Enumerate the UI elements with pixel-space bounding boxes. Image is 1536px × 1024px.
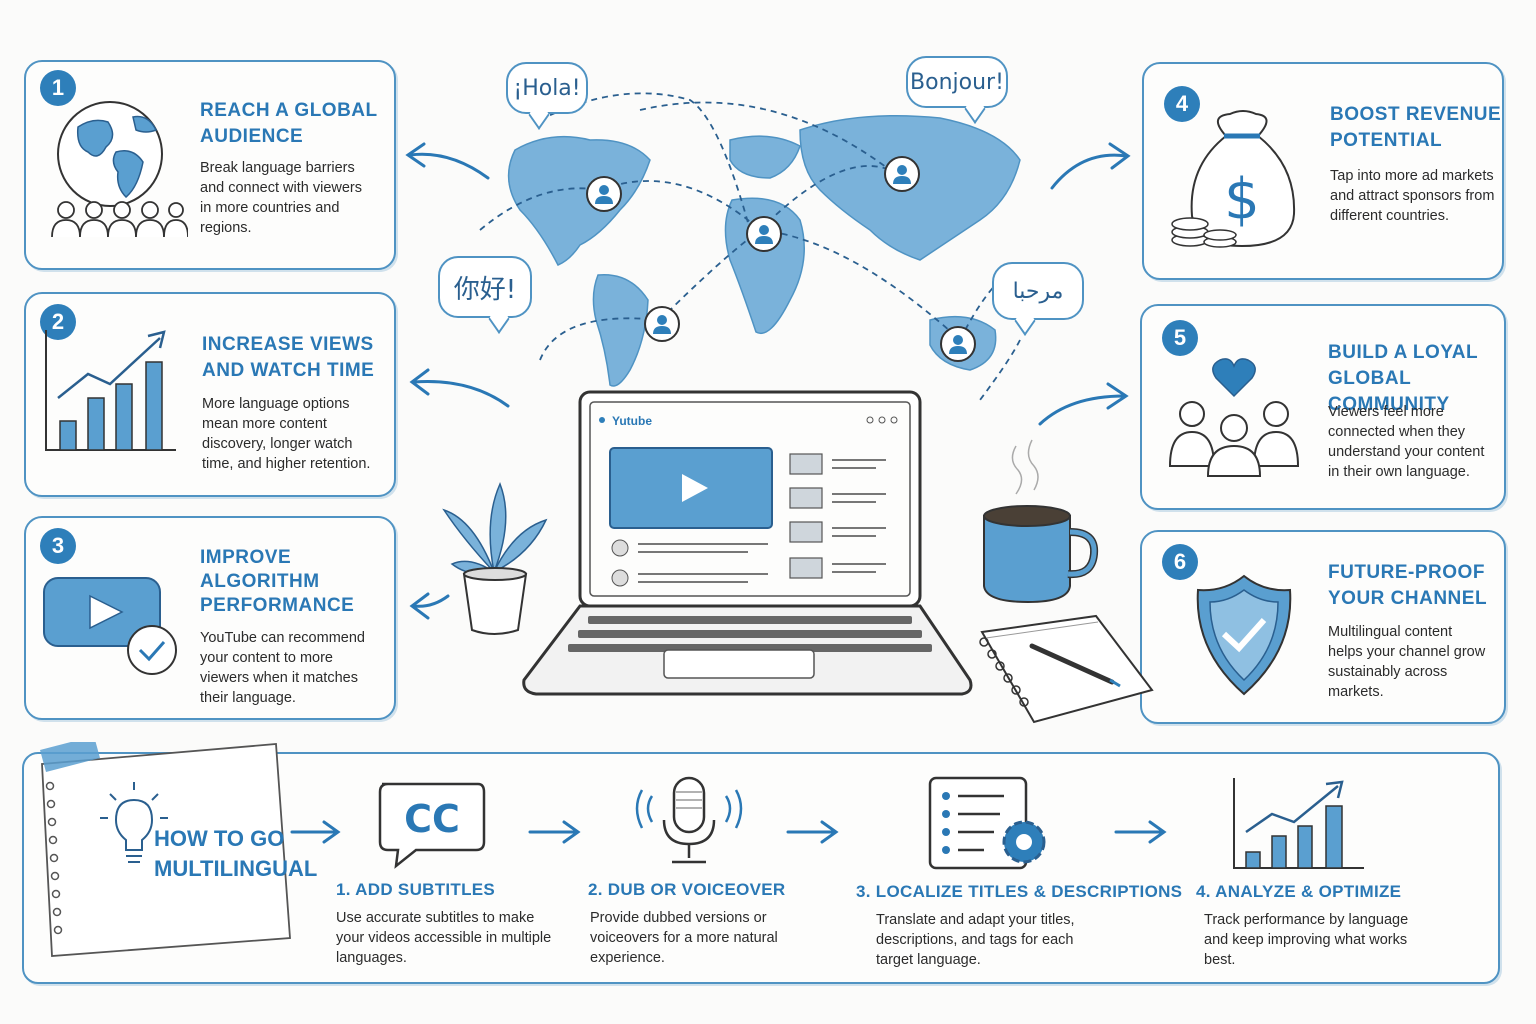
greeting-bubble-french: Bonjour! (906, 56, 1008, 108)
step-title: 4. Analyze & optimize (1196, 882, 1402, 901)
benefit-card-6: 6 Future-proof your channel Multilingual… (1140, 530, 1506, 724)
note-paper (40, 742, 291, 957)
card-description: YouTube can recommend your content to mo… (200, 630, 365, 706)
step-number-badge: 6 (1162, 544, 1198, 580)
notebook-pen-icon (979, 614, 1154, 724)
step-description: Provide dubbed versions or voiceovers fo… (590, 910, 778, 966)
greeting-bubble-chinese: 你好! (438, 256, 532, 318)
benefit-card-3: 3 Improve algorithm performance YouTube … (24, 516, 396, 720)
howto-panel: How to go multilingual CC (22, 742, 1500, 984)
money-bag-icon: $ (1171, 110, 1296, 248)
coffee-mug-icon (983, 439, 1099, 604)
step-number-badge: 1 (40, 70, 76, 106)
step-description: Use accurate subtitles to make your vide… (336, 910, 552, 966)
step-title: 3. Localize titles & descriptions (856, 882, 1183, 901)
growth-chart-icon (45, 330, 176, 451)
microphone-icon (635, 776, 743, 864)
benefit-card-4: 4 $ Boost revenue potential Tap into mor… (1142, 62, 1504, 280)
laptop-brand-label: Yutube (612, 414, 652, 428)
card-description: Break language barriers and connect with… (200, 160, 362, 236)
user-pin-icons (586, 156, 976, 362)
greeting-bubble-spanish: ¡Hola! (506, 62, 588, 114)
step-number-badge: 3 (40, 528, 76, 564)
card-title: Reach a global audience (200, 100, 378, 147)
card-title: Improve algorithm performance (200, 547, 355, 616)
card-title: Future-proof your channel (1328, 562, 1488, 609)
step-description: Translate and adapt your titles, descrip… (876, 912, 1075, 968)
laptop-illustration: Yutube (522, 390, 973, 696)
benefit-card-1: 1 Reach a global audience Break language… (24, 60, 396, 270)
step-title: 2. Dub or voiceover (588, 880, 786, 899)
card-description: Viewers feel more connected when they un… (1328, 404, 1485, 480)
step-description: Track performance by language and keep i… (1204, 912, 1409, 968)
subtitles-cc-icon: CC (378, 782, 486, 869)
localize-settings-icon (928, 776, 1046, 870)
video-check-icon (43, 577, 177, 675)
community-heart-icon (1168, 358, 1300, 477)
card-description: More language options mean more content … (202, 396, 371, 472)
card-title: Boost revenue potential (1330, 104, 1502, 151)
card-description: Tap into more ad markets and attract spo… (1330, 168, 1495, 224)
globe-audience-icon (51, 101, 188, 238)
svg-text:$: $ (1224, 167, 1260, 232)
card-description: Multilingual content helps your channel … (1328, 624, 1486, 700)
world-map-connections (479, 92, 1021, 401)
step-arrows (290, 820, 1167, 844)
step-number-badge: 4 (1164, 86, 1200, 122)
analytics-chart-icon (1233, 778, 1364, 869)
step-number-badge: 5 (1162, 320, 1198, 356)
shield-check-icon (1196, 574, 1292, 696)
potted-plant-icon (442, 482, 548, 635)
card-title: Increase views and watch time (202, 334, 375, 381)
greeting-bubble-arabic: مرحبا (992, 262, 1084, 320)
card-title: Build a loyal global community (1328, 342, 1479, 415)
benefit-card-2: 2 Increase views and watch time More lan… (24, 292, 396, 497)
howto-title: How to go multilingual (154, 826, 318, 881)
benefit-card-5: 5 Build a loyal global community Viewers… (1140, 304, 1506, 510)
svg-text:CC: CC (404, 797, 460, 841)
step-title: 1. Add subtitles (336, 880, 496, 899)
